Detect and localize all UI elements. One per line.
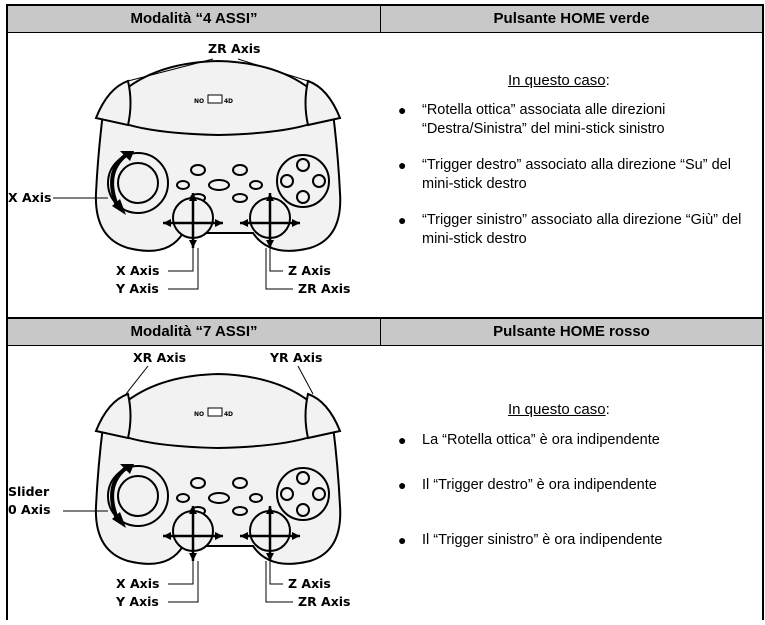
left-stick-arrows-icon: [163, 506, 223, 561]
label-zr-axis-bottom: ZR Axis: [298, 281, 351, 296]
manual-table: Modalità “4 ASSI” Pulsante HOME verde: [6, 4, 764, 620]
switch-no-label: NO: [194, 411, 204, 418]
section2-diagram: NO 4 D XR Axis: [8, 346, 380, 620]
bullet-icon: ●: [398, 157, 407, 173]
in-questo-caso-1: In questo caso:: [508, 71, 610, 90]
label-zr-axis-top: ZR Axis: [208, 41, 261, 56]
caso-text-2: In questo caso: [508, 401, 606, 418]
bullet-text: La “Rotella ottica” è ora indipendente: [422, 432, 660, 448]
home-green-title: Pulsante HOME verde: [493, 10, 650, 27]
bullet-icon: ●: [398, 102, 407, 118]
label-xr-axis-top: XR Axis: [133, 350, 186, 365]
label-yr-axis-top: YR Axis: [269, 350, 323, 365]
home-red-title: Pulsante HOME rosso: [493, 323, 650, 340]
label-x-axis-bottom: X Axis: [116, 263, 159, 278]
label-zr-axis-bottom: ZR Axis: [298, 594, 351, 609]
label-slider: Slider: [8, 484, 50, 499]
rotation-arrow-icon: [110, 153, 128, 209]
bullet-icon: ●: [398, 532, 407, 548]
label-z-axis-bottom: Z Axis: [288, 576, 331, 591]
label-x-axis-left: X Axis: [8, 190, 51, 205]
switch-d-label: D: [228, 411, 233, 418]
right-stick-arrows-icon: [240, 193, 300, 248]
in-questo-caso-2: In questo caso:: [508, 400, 610, 419]
bullet-icon: ●: [398, 432, 407, 448]
section2-info: In questo caso: ● La “Rotella ottica” è …: [388, 346, 758, 620]
left-stick-arrows-icon: [163, 193, 223, 248]
gamepad-4-assi-illustration: NO 4 D: [8, 41, 351, 296]
section2-header: Modalità “7 ASSI” Pulsante HOME rosso: [8, 317, 762, 346]
caso-colon-1: :: [605, 72, 610, 89]
mode-switch: [207, 94, 223, 104]
section1-info: In questo caso: ● “Rotella ottica” assoc…: [388, 33, 758, 317]
mode-4-assi-title: Modalità “4 ASSI”: [8, 6, 381, 32]
section1-diagram: NO 4 D: [8, 33, 380, 317]
label-x-axis-bottom: X Axis: [116, 576, 159, 591]
gamepad-7-assi-illustration: NO 4 D XR Axis: [8, 350, 351, 609]
right-stick-arrows-icon: [240, 506, 300, 561]
switch-no-label: NO: [194, 98, 204, 105]
caso-colon-2: :: [605, 401, 610, 418]
label-y-axis-bottom: Y Axis: [115, 281, 159, 296]
bullet-text: Il “Trigger destro” è ora indipendente: [422, 477, 657, 493]
mode-switch: [207, 407, 223, 417]
bullet-text: “Trigger destro” associato alla direzion…: [422, 157, 731, 192]
switch-d-label: D: [228, 98, 233, 105]
bullet-icon: ●: [398, 477, 407, 493]
section1-header: Modalità “4 ASSI” Pulsante HOME verde: [8, 4, 762, 33]
bullet-icon: ●: [398, 212, 407, 228]
label-z-axis-bottom: Z Axis: [288, 263, 331, 278]
label-0-axis: 0 Axis: [8, 502, 51, 517]
bullet-text: Il “Trigger sinistro” è ora indipendente: [422, 532, 663, 548]
bullet-text: “Rotella ottica” associata alle direzion…: [422, 102, 666, 137]
switch-4-label: 4: [224, 411, 228, 418]
label-y-axis-bottom: Y Axis: [115, 594, 159, 609]
bullet-text: “Trigger sinistro” associato alla direzi…: [422, 212, 742, 247]
mode-7-assi-title: Modalità “7 ASSI”: [8, 319, 381, 345]
switch-4-label: 4: [224, 98, 228, 105]
rotation-arrow-icon: [110, 466, 128, 522]
caso-text-1: In questo caso: [508, 72, 606, 89]
